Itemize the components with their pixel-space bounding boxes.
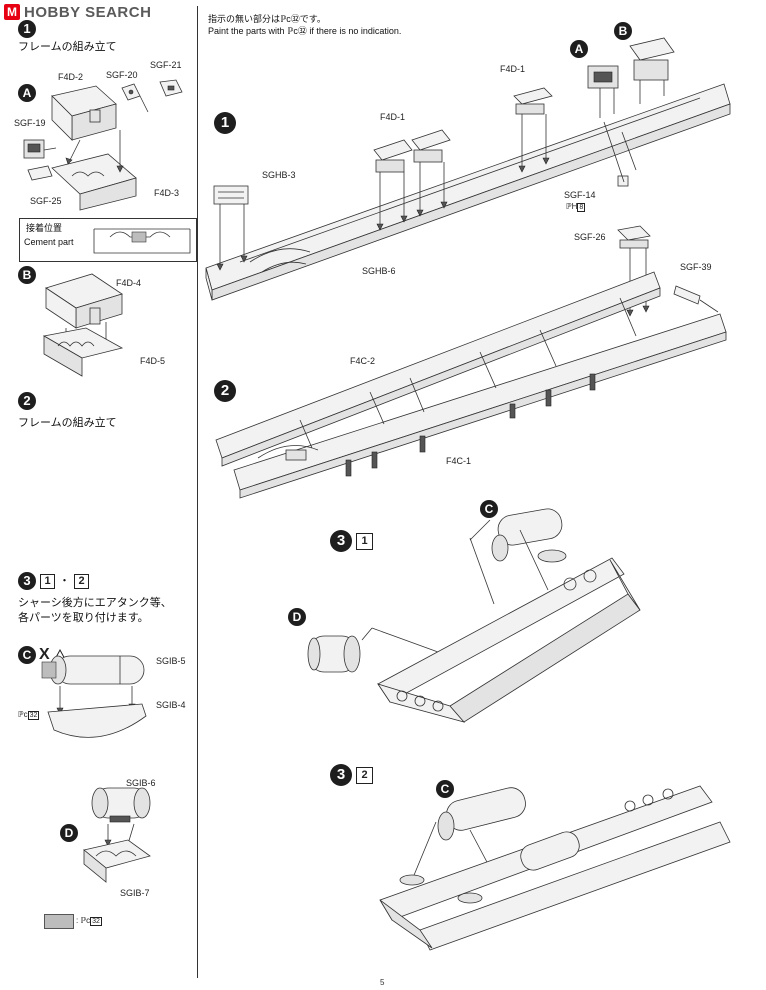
- part-label-sghb-3: SGHB-3: [262, 170, 296, 180]
- step-3-text-line-2: 各パーツを取り付けます。: [18, 612, 149, 624]
- step-2-number: 2: [18, 392, 36, 410]
- paint-legend-number: 32: [90, 917, 102, 926]
- part-label-sgib-5: SGIB-5: [156, 656, 186, 666]
- part-label-sgf-25: SGF-25: [30, 196, 62, 206]
- part-label-sgib-7: SGIB-7: [120, 888, 150, 898]
- step-3-text-line-1: シャーシ後方にエアタンク等、: [18, 597, 172, 609]
- cement-detail-drawing: [93, 228, 191, 254]
- step-3-1-drawing: [307, 508, 641, 723]
- watermark-text: HOBBY SEARCH: [24, 3, 152, 21]
- subassembly-a-label: A: [18, 84, 36, 102]
- part-label-sgib-6: SGIB-6: [126, 778, 156, 788]
- step-3-box-2: 2: [74, 573, 89, 589]
- step-3-1-box: 1: [356, 532, 373, 550]
- step-3-1-heading: 3 1: [330, 530, 373, 552]
- column-divider: [197, 6, 198, 978]
- step-3-1-label-d: D: [288, 608, 306, 626]
- subassembly-c-label: C: [18, 646, 36, 664]
- air-tank-c-drawing: [41, 655, 147, 738]
- part-label-sgf-21: SGF-21: [150, 60, 182, 70]
- cement-label-en: Cement part: [24, 237, 74, 247]
- subassembly-d-label: D: [60, 824, 78, 842]
- step-3-number: 3: [18, 572, 36, 590]
- part-label-f4d-2: F4D-2: [58, 72, 84, 82]
- part-label-sgib-4: SGIB-4: [156, 700, 186, 710]
- watermark: M HOBBY SEARCH: [4, 3, 152, 21]
- part-label-sgf-19: SGF-19: [14, 118, 46, 128]
- subassembly-b-label: B: [18, 266, 36, 284]
- part-label-f4d-3: F4D-3: [154, 188, 180, 198]
- part-label-f4d-4: F4D-4: [116, 278, 142, 288]
- cement-position-box: 接着位置 Cement part: [19, 218, 197, 262]
- part-label-f4d-1-b: F4D-1: [500, 64, 526, 74]
- subassembly-b-drawing: [42, 273, 124, 377]
- part-label-sgf-20: SGF-20: [106, 70, 138, 80]
- paint-ref-h8-number: 8: [577, 203, 586, 212]
- step-3-1-label-c: C: [480, 500, 498, 518]
- part-label-sgf-39: SGF-39: [680, 262, 712, 272]
- part-label-f4d-5: F4D-5: [140, 356, 166, 366]
- step-3-box-1: 1: [40, 573, 55, 589]
- paint-ref-c-number: 32: [27, 711, 40, 720]
- page-number: 5: [380, 978, 385, 987]
- paint-ref-h8-prefix: ℙH: [566, 202, 578, 211]
- part-label-f4d-1-a: F4D-1: [380, 112, 406, 122]
- multiply-icon: X: [39, 646, 50, 663]
- right-label-b: B: [614, 22, 632, 40]
- step-3-2-number: 3: [330, 764, 352, 786]
- step-2-title: フレームの組み立て: [18, 417, 117, 429]
- header-note-jp: 指示の無い部分はℙc㉜です。: [208, 14, 326, 24]
- part-label-f4c-2: F4C-2: [350, 356, 376, 366]
- paint-legend-swatch: [44, 914, 74, 929]
- frame-rail-drawing: [205, 37, 731, 301]
- paint-legend-prefix: ℙc: [80, 916, 91, 925]
- right-step-2-number: 2: [214, 380, 236, 402]
- subassembly-d-drawing: [83, 787, 151, 883]
- subassembly-a-drawing: [23, 79, 183, 211]
- right-label-a: A: [570, 40, 588, 58]
- step-3-2-heading: 3 2: [330, 764, 373, 786]
- step-1-number: 1: [18, 20, 36, 38]
- part-label-f4c-1: F4C-1: [446, 456, 472, 466]
- step-3-heading: 3 1 ・ 2: [18, 572, 89, 590]
- step-1-title: フレームの組み立て: [18, 41, 117, 53]
- step-3-2-drawing: [379, 785, 731, 951]
- right-step-1-number: 1: [214, 112, 236, 134]
- cement-label-jp: 接着位置: [26, 223, 63, 233]
- step-3-1-number: 3: [330, 530, 352, 552]
- header-note-en: Paint the parts with ℙc㉜ if there is no …: [208, 26, 402, 36]
- step-3-2-box: 2: [356, 766, 373, 784]
- step-3-separator: ・: [59, 574, 70, 587]
- part-label-sghb-6: SGHB-6: [362, 266, 396, 276]
- paint-ref-c-prefix: ℙc: [18, 710, 28, 719]
- chassis-frame-drawing: [215, 225, 727, 499]
- watermark-logo: M: [4, 4, 20, 20]
- part-label-sgf-14: SGF-14: [564, 190, 596, 200]
- part-label-sgf-26: SGF-26: [574, 232, 606, 242]
- step-3-2-label-c: C: [436, 780, 454, 798]
